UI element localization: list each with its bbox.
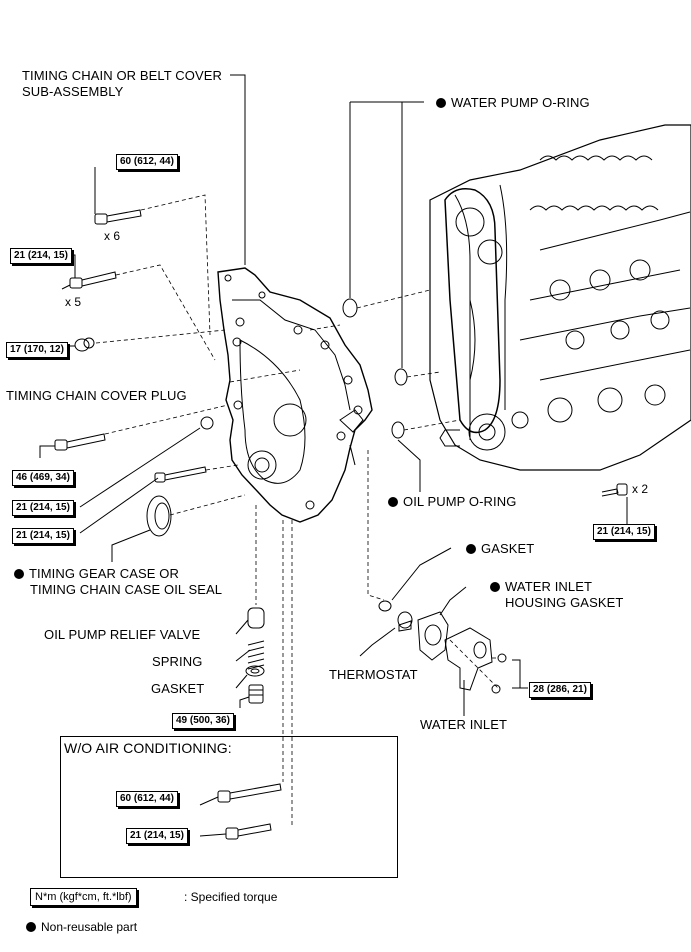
torque-box: 17 (170, 12) — [6, 342, 68, 358]
non-reusable-dot-icon — [388, 497, 398, 507]
bolt-21-wo-illustration — [225, 823, 272, 840]
non-reusable-dot-icon — [26, 922, 36, 932]
torque-box: 46 (469, 34) — [12, 470, 74, 486]
oil-pump-oring-label: OIL PUMP O-RING — [388, 494, 516, 510]
non-reusable-dot-icon — [436, 98, 446, 108]
bolt-60-wo-illustration — [217, 783, 282, 803]
relief-valve-label: OIL PUMP RELIEF VALVE — [44, 627, 201, 642]
thermostat-illustration — [397, 611, 413, 632]
relief-valve-illustration — [245, 607, 265, 704]
nonreusable-legend-text: Non-reusable part — [41, 920, 138, 934]
bolt-small-2 — [491, 684, 501, 694]
water-inlet-illustration — [444, 627, 493, 691]
bolt-60-illustration — [94, 209, 142, 225]
torque-box: 60 (612, 44) — [116, 791, 178, 807]
oil-pump-oring-text: OIL PUMP O-RING — [403, 494, 517, 509]
oil-seal-label1: TIMING GEAR CASE OR — [14, 566, 179, 582]
torque-box: 28 (286, 21) — [529, 682, 591, 698]
torque-box: 21 (214, 15) — [126, 828, 188, 844]
torque-box: 21 (214, 15) — [12, 528, 74, 544]
torque-legend-text: : Specified torque — [184, 890, 278, 904]
water-inlet-gasket-label1: WATER INLET — [490, 579, 592, 595]
bolt-21-right-illustration — [601, 483, 628, 497]
cover-label-line2: SUB-ASSEMBLY — [22, 84, 124, 99]
bolt-head-illustration — [200, 416, 214, 430]
water-pump-oring-label: WATER PUMP O-RING — [436, 95, 590, 111]
water-inlet-label: WATER INLET — [420, 717, 508, 732]
torque-box: 21 (214, 15) — [593, 524, 655, 540]
non-reusable-dot-icon — [490, 582, 500, 592]
torque-box: 21 (214, 15) — [12, 500, 74, 516]
quantity-x6: x 6 — [104, 229, 121, 243]
bolt-21-mid-illustration — [154, 466, 207, 483]
water-inlet-gasket-illustration — [417, 611, 449, 661]
nonreusable-legend: Non-reusable part — [26, 920, 137, 934]
torque-box: 60 (612, 44) — [116, 154, 178, 170]
bolt-46-illustration — [54, 433, 106, 451]
quantity-x2: x 2 — [632, 482, 649, 496]
non-reusable-dot-icon — [466, 544, 476, 554]
cover-label-line1: TIMING CHAIN OR BELT COVER — [22, 68, 223, 83]
plug-illustration — [74, 337, 95, 352]
water-pump-oring-shape-2 — [394, 368, 408, 386]
gasket-top-text: GASKET — [481, 541, 535, 556]
water-inlet-gasket-label2: HOUSING GASKET — [505, 595, 624, 610]
oil-seal-text1: TIMING GEAR CASE OR — [29, 566, 179, 581]
torque-box: 21 (214, 15) — [10, 248, 72, 264]
water-pump-oring-shape — [342, 298, 358, 318]
engine-block-illustration — [429, 124, 691, 471]
gasket-top-label: GASKET — [466, 541, 534, 557]
wo-air-label: W/O AIR CONDITIONING: — [64, 740, 232, 756]
spring-label: SPRING — [152, 654, 203, 669]
water-inlet-gasket-text1: WATER INLET — [505, 579, 593, 594]
oil-pump-oring-shape — [391, 421, 405, 439]
torque-legend-box: N*m (kgf*cm, ft.*lbf) — [30, 888, 137, 906]
torque-box: 49 (500, 36) — [172, 713, 234, 729]
wo-air-conditioning-box — [60, 736, 398, 878]
bolt-21-upper-illustration — [69, 271, 117, 289]
water-pump-oring-text: WATER PUMP O-RING — [451, 95, 590, 110]
non-reusable-dot-icon — [14, 569, 24, 579]
oil-seal-label2: TIMING CHAIN CASE OIL SEAL — [30, 582, 223, 597]
oil-seal-illustration — [146, 495, 172, 537]
small-gasket-shape — [378, 600, 392, 612]
bolt-small-1 — [497, 653, 507, 663]
cover-plug-label: TIMING CHAIN COVER PLUG — [6, 388, 187, 403]
thermostat-label: THERMOSTAT — [329, 667, 418, 682]
gasket-lower-label: GASKET — [151, 681, 205, 696]
timing-chain-cover-illustration — [217, 267, 373, 523]
quantity-x5: x 5 — [65, 295, 82, 309]
